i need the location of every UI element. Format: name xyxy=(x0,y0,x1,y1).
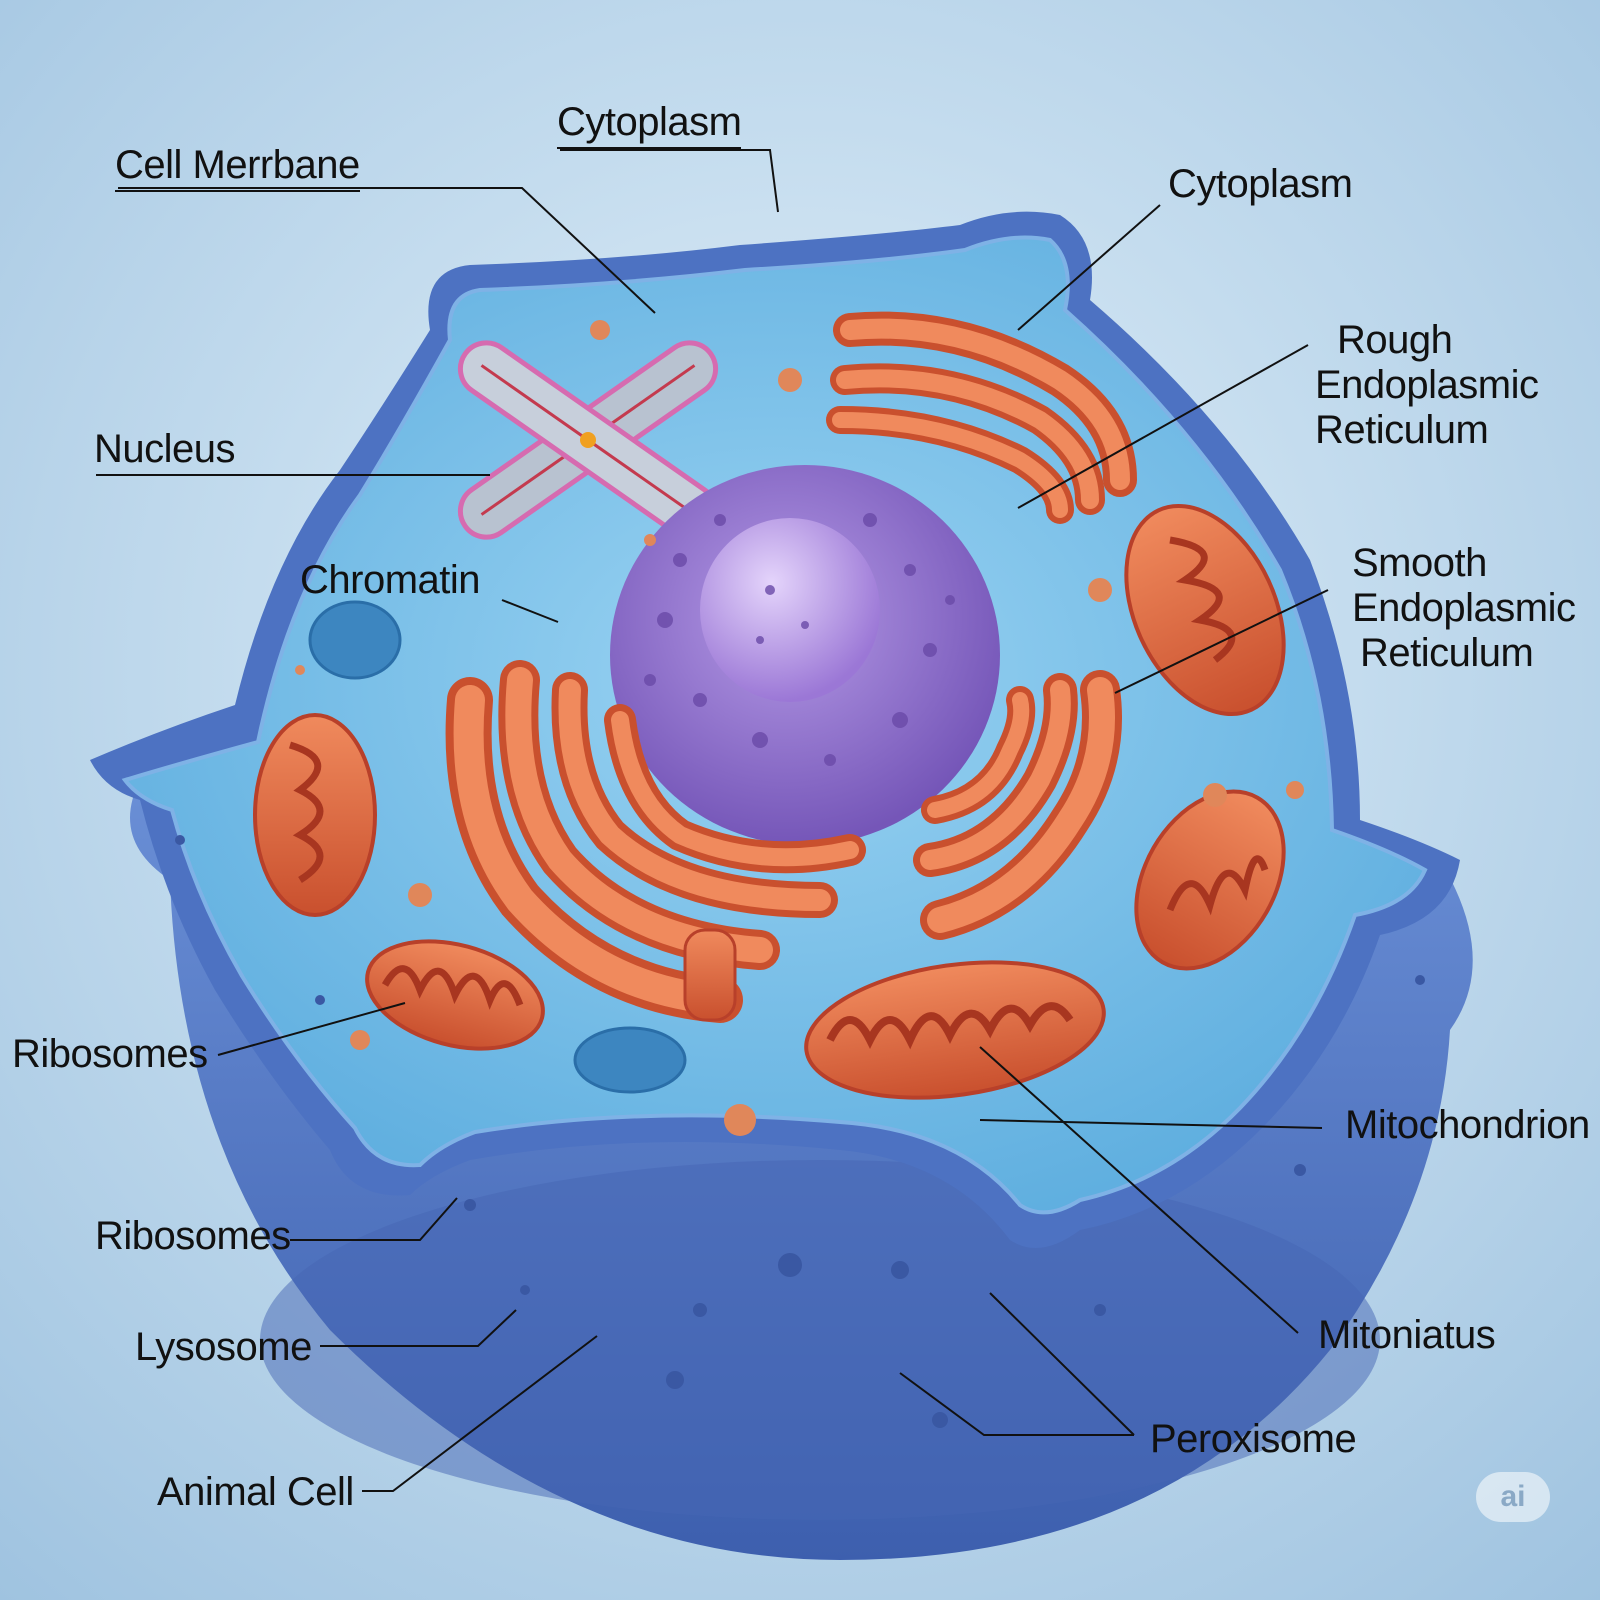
label-chromatin: Chromatin xyxy=(300,558,481,602)
golgi-stack-left xyxy=(445,660,866,1023)
label-nucleus: Nucleus xyxy=(94,427,236,471)
label-rough-er-line3: Reticulum xyxy=(1315,407,1489,452)
label-rough-er-line1: Rough xyxy=(1337,318,1453,362)
ai-watermark-badge: ai xyxy=(1476,1472,1550,1522)
label-smooth-er-line2: Endoplasmic xyxy=(1352,585,1576,630)
label-peroxisome: Peroxisome xyxy=(1150,1417,1357,1461)
label-lysosome: Lysosome xyxy=(135,1325,312,1369)
leader-lines xyxy=(96,149,1329,1492)
label-ribosomes-1: Ribosomes xyxy=(12,1032,208,1076)
label-ribosomes-2: Ribosomes xyxy=(95,1214,291,1258)
label-cell-membrane: Cell Merrbane xyxy=(115,143,360,192)
mitochondrion-right-lower xyxy=(1134,789,1286,971)
label-rough-er-line2: Endoplasmic xyxy=(1315,362,1539,407)
label-mitochondrion: Mitochondrion xyxy=(1345,1103,1590,1147)
mitochondrion-left xyxy=(253,713,377,917)
vesicles xyxy=(295,320,1304,1136)
label-smooth-er-line1: Smooth xyxy=(1352,541,1487,585)
label-rough-er: Rough Endoplasmic Reticulum xyxy=(1315,318,1539,452)
label-cytoplasm-top: Cytoplasm xyxy=(557,100,742,149)
rough-er-stack xyxy=(826,311,1137,524)
label-animal-cell: Animal Cell xyxy=(157,1470,354,1514)
nucleus xyxy=(610,465,1000,845)
golgi-stack-right xyxy=(913,670,1122,940)
mitochondrion-right-upper xyxy=(1124,504,1286,716)
mitochondrion-center xyxy=(804,960,1106,1100)
label-smooth-er: Smooth Endoplasmic Reticulum xyxy=(1352,541,1576,675)
label-mitoniatus: Mitoniatus xyxy=(1318,1313,1496,1357)
mitochondrion-lower-left xyxy=(365,939,545,1051)
label-smooth-er-line3: Reticulum xyxy=(1360,630,1534,675)
label-cytoplasm-right: Cytoplasm xyxy=(1168,162,1353,206)
surface-pores xyxy=(175,835,1425,1428)
